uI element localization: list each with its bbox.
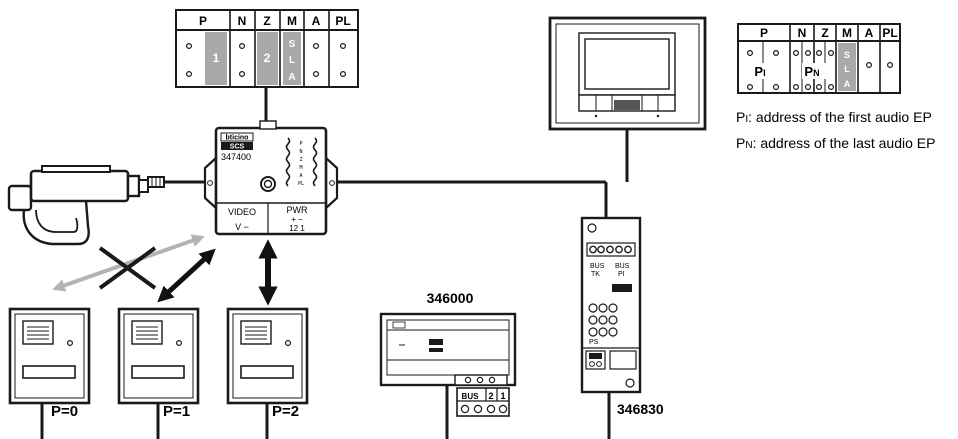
power-supply-model-label: 346000: [427, 290, 474, 306]
col-header-pl: PL: [335, 14, 350, 28]
side-m-l: L: [844, 64, 850, 74]
ps-label: PS: [589, 339, 599, 346]
side-m-s: S: [844, 50, 850, 60]
psu-terminal-2: 2: [488, 391, 493, 401]
side-header-n: N: [798, 26, 807, 40]
entrance-panel-2: [226, 307, 309, 405]
bus-pi-label-line1: BUS: [615, 263, 630, 270]
side-m-a: A: [844, 79, 851, 89]
pi-symbol: PI: [754, 64, 765, 79]
cross-line-2: [98, 246, 157, 290]
m-configurator-l: L: [289, 55, 295, 66]
power-supply-346000: 346000 BUS 2 1: [379, 290, 517, 417]
pwr-terminal-sign: + −: [291, 215, 303, 224]
video-module-346830: BUS TK BUS PI PS 346830: [580, 216, 664, 417]
psu-bus-label: BUS: [462, 392, 480, 401]
col-header-z: Z: [263, 14, 270, 28]
brand-sub-logo: SCS: [230, 144, 245, 151]
socket-letter-z: Z: [299, 157, 302, 163]
arrows: [52, 234, 278, 306]
m-configurator-s: S: [289, 39, 296, 50]
panel-1-address-label: P=1: [163, 403, 190, 420]
video-monitor: [548, 16, 707, 131]
pwr-terminal-label: PWR: [287, 205, 308, 215]
p-configurator-value: 1: [213, 51, 220, 65]
col-header-a: A: [312, 14, 321, 28]
side-header-z: Z: [821, 26, 828, 40]
col-header-n: N: [238, 14, 247, 28]
configurator-table-side: P N Z M A PL PI PN S L A: [737, 23, 901, 94]
bus-pi-label-line2: PI: [618, 271, 625, 278]
grey-arrow-panel0: [52, 234, 205, 292]
col-header-m: M: [287, 14, 297, 28]
video-module-model-label: 346830: [617, 401, 664, 417]
side-header-pl: PL: [882, 26, 897, 40]
address-legend: PI: address of the first audio EP PN: ad…: [736, 109, 935, 151]
video-terminal-pins: V −: [235, 222, 249, 232]
bus-tk-label-line2: TK: [591, 271, 600, 278]
pn-symbol: PN: [804, 64, 819, 79]
interface-module-347400: bticino SCS 347400 P N Z M A PL VIDEO V …: [203, 120, 339, 236]
psu-terminal-1: 1: [500, 391, 505, 401]
socket-letter-m: M: [299, 165, 302, 171]
black-arrow-panel1: [157, 248, 216, 303]
panel-0-address-label: P=0: [51, 403, 78, 420]
m-configurator-a: A: [288, 72, 295, 83]
socket-letter-n: N: [299, 149, 302, 155]
z-configurator-value: 2: [264, 51, 271, 65]
camera-icon: [7, 165, 165, 246]
legend-last-ep: PN: address of the last audio EP: [736, 135, 935, 151]
brand-logo: bticino: [226, 135, 249, 142]
entrance-panel-0: [8, 307, 91, 405]
side-header-p: P: [760, 26, 768, 40]
socket-letter-a: A: [299, 173, 302, 179]
socket-letter-pl: PL: [298, 181, 304, 187]
module-model-label: 347400: [221, 152, 251, 162]
wires: [40, 86, 629, 439]
side-header-m: M: [842, 26, 852, 40]
panel-2-address-label: P=2: [272, 403, 299, 420]
configurator-table-main: P N Z M A PL 1 2 S L A: [175, 9, 359, 88]
legend-first-ep: PI: address of the first audio EP: [736, 109, 932, 125]
pwr-terminal-pins: 12 1: [289, 224, 305, 233]
video-terminal-label: VIDEO: [228, 207, 256, 217]
socket-letter-p: P: [299, 141, 302, 147]
entrance-panel-1: [117, 307, 200, 405]
col-header-p: P: [199, 14, 207, 28]
bus-tk-label-line1: BUS: [590, 263, 605, 270]
speaker-grille-icon: [614, 100, 640, 110]
side-header-a: A: [865, 26, 874, 40]
